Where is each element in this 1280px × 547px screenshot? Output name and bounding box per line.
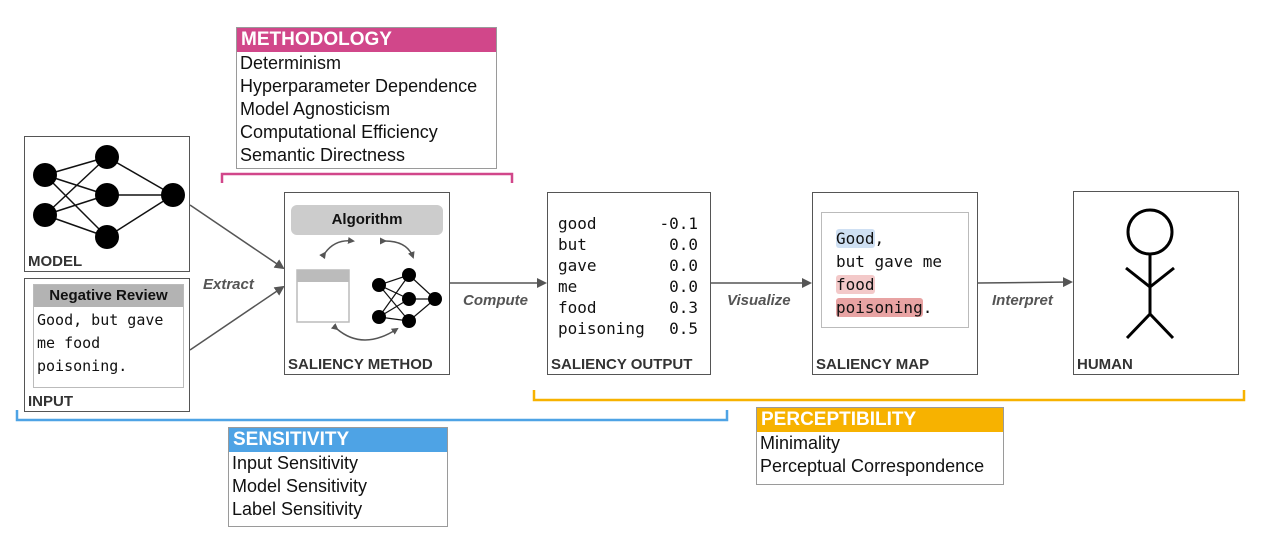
methodology-bracket: [220, 172, 514, 183]
saliency-method-box: Algorithm SALIENCY METHOD: [284, 192, 450, 375]
methodology-item: Hyperparameter Dependence: [240, 76, 478, 96]
model-label: MODEL: [28, 253, 83, 270]
review-line: Good, but gave: [37, 311, 164, 329]
sensitivity-item: Model Sensitivity: [232, 476, 368, 496]
methodology-item: Determinism: [240, 53, 342, 73]
table-row: food 0.3: [558, 297, 698, 318]
method-diagram-icon: [296, 236, 442, 341]
algorithm-pill: Algorithm: [291, 205, 443, 235]
arrow-input-to-method: [189, 285, 285, 351]
input-label: INPUT: [28, 393, 73, 410]
token-neutral: but gave me: [836, 252, 942, 271]
saliency-map-label: SALIENCY MAP: [816, 356, 930, 373]
table-row: good -0.1: [558, 213, 698, 234]
review-line: poisoning.: [37, 357, 128, 375]
perceptibility-bracket: [532, 390, 1246, 402]
token-word: gave: [558, 256, 597, 275]
perceptibility-box: PERCEPTIBILITY Minimality Perceptual Cor…: [756, 407, 1004, 485]
sensitivity-title: SENSITIVITY: [229, 428, 447, 452]
neural-network-icon: [33, 145, 185, 249]
token-word: but: [558, 235, 587, 254]
saliency-output-label: SALIENCY OUTPUT: [551, 356, 693, 373]
token-word: me: [558, 277, 578, 296]
extract-label: Extract: [203, 276, 254, 293]
arrow-model-to-method: [189, 204, 285, 270]
token-word: poisoning: [558, 319, 645, 338]
stick-figure-icon: [1125, 208, 1175, 340]
token-word: good: [558, 214, 597, 233]
token-score: 0.0: [669, 235, 698, 254]
model-box: MODEL: [24, 136, 190, 272]
token-score: -0.1: [659, 214, 698, 233]
token-good: Good: [836, 229, 875, 248]
saliency-table: good -0.1 but 0.0 gave 0.0 me 0.0 food 0.3 po…: [558, 213, 698, 339]
table-row: poisoning 0.5: [558, 318, 698, 339]
input-box: Negative Review Good, but gave me food p…: [24, 278, 190, 412]
sensitivity-item: Input Sensitivity: [232, 453, 359, 473]
saliency-map-text: Good, but gave me food poisoning.: [821, 212, 969, 328]
perceptibility-item: Perceptual Correspondence: [760, 456, 985, 476]
sensitivity-box: SENSITIVITY Input Sensitivity Model Sens…: [228, 427, 448, 527]
review-card: Negative Review Good, but gave me food p…: [33, 284, 184, 388]
token-food: food: [836, 275, 875, 294]
human-label: HUMAN: [1077, 356, 1133, 373]
token-poisoning: poisoning: [836, 298, 923, 317]
arrow-map-to-human: [977, 277, 1073, 288]
token-score: 0.0: [669, 256, 698, 275]
saliency-map-box: Good, but gave me food poisoning. SALIEN…: [812, 192, 978, 375]
token-score: 0.5: [669, 319, 698, 338]
visualize-label: Visualize: [727, 292, 791, 309]
sensitivity-bracket: [15, 410, 729, 422]
perceptibility-item: Minimality: [760, 433, 841, 453]
methodology-box: METHODOLOGY Determinism Hyperparameter D…: [236, 27, 497, 169]
methodology-item: Semantic Directness: [240, 145, 406, 165]
methodology-item: Computational Efficiency: [240, 122, 438, 142]
token-word: food: [558, 298, 597, 317]
review-title: Negative Review: [34, 285, 183, 307]
methodology-item: Model Agnosticism: [240, 99, 391, 119]
perceptibility-title: PERCEPTIBILITY: [757, 408, 1003, 432]
methodology-title: METHODOLOGY: [237, 28, 496, 52]
table-row: me 0.0: [558, 276, 698, 297]
table-row: but 0.0: [558, 234, 698, 255]
saliency-output-box: good -0.1 but 0.0 gave 0.0 me 0.0 food 0.3 po…: [547, 192, 711, 375]
saliency-method-label: SALIENCY METHOD: [288, 356, 433, 373]
token-score: 0.3: [669, 298, 698, 317]
review-line: me food: [37, 334, 101, 352]
token-comma: ,: [874, 229, 885, 248]
token-score: 0.0: [669, 277, 698, 296]
table-row: gave 0.0: [558, 255, 698, 276]
interpret-label: Interpret: [992, 292, 1053, 309]
token-period: .: [922, 298, 933, 317]
sensitivity-item: Label Sensitivity: [232, 499, 363, 519]
compute-label: Compute: [463, 292, 528, 309]
human-box: HUMAN: [1073, 191, 1239, 375]
